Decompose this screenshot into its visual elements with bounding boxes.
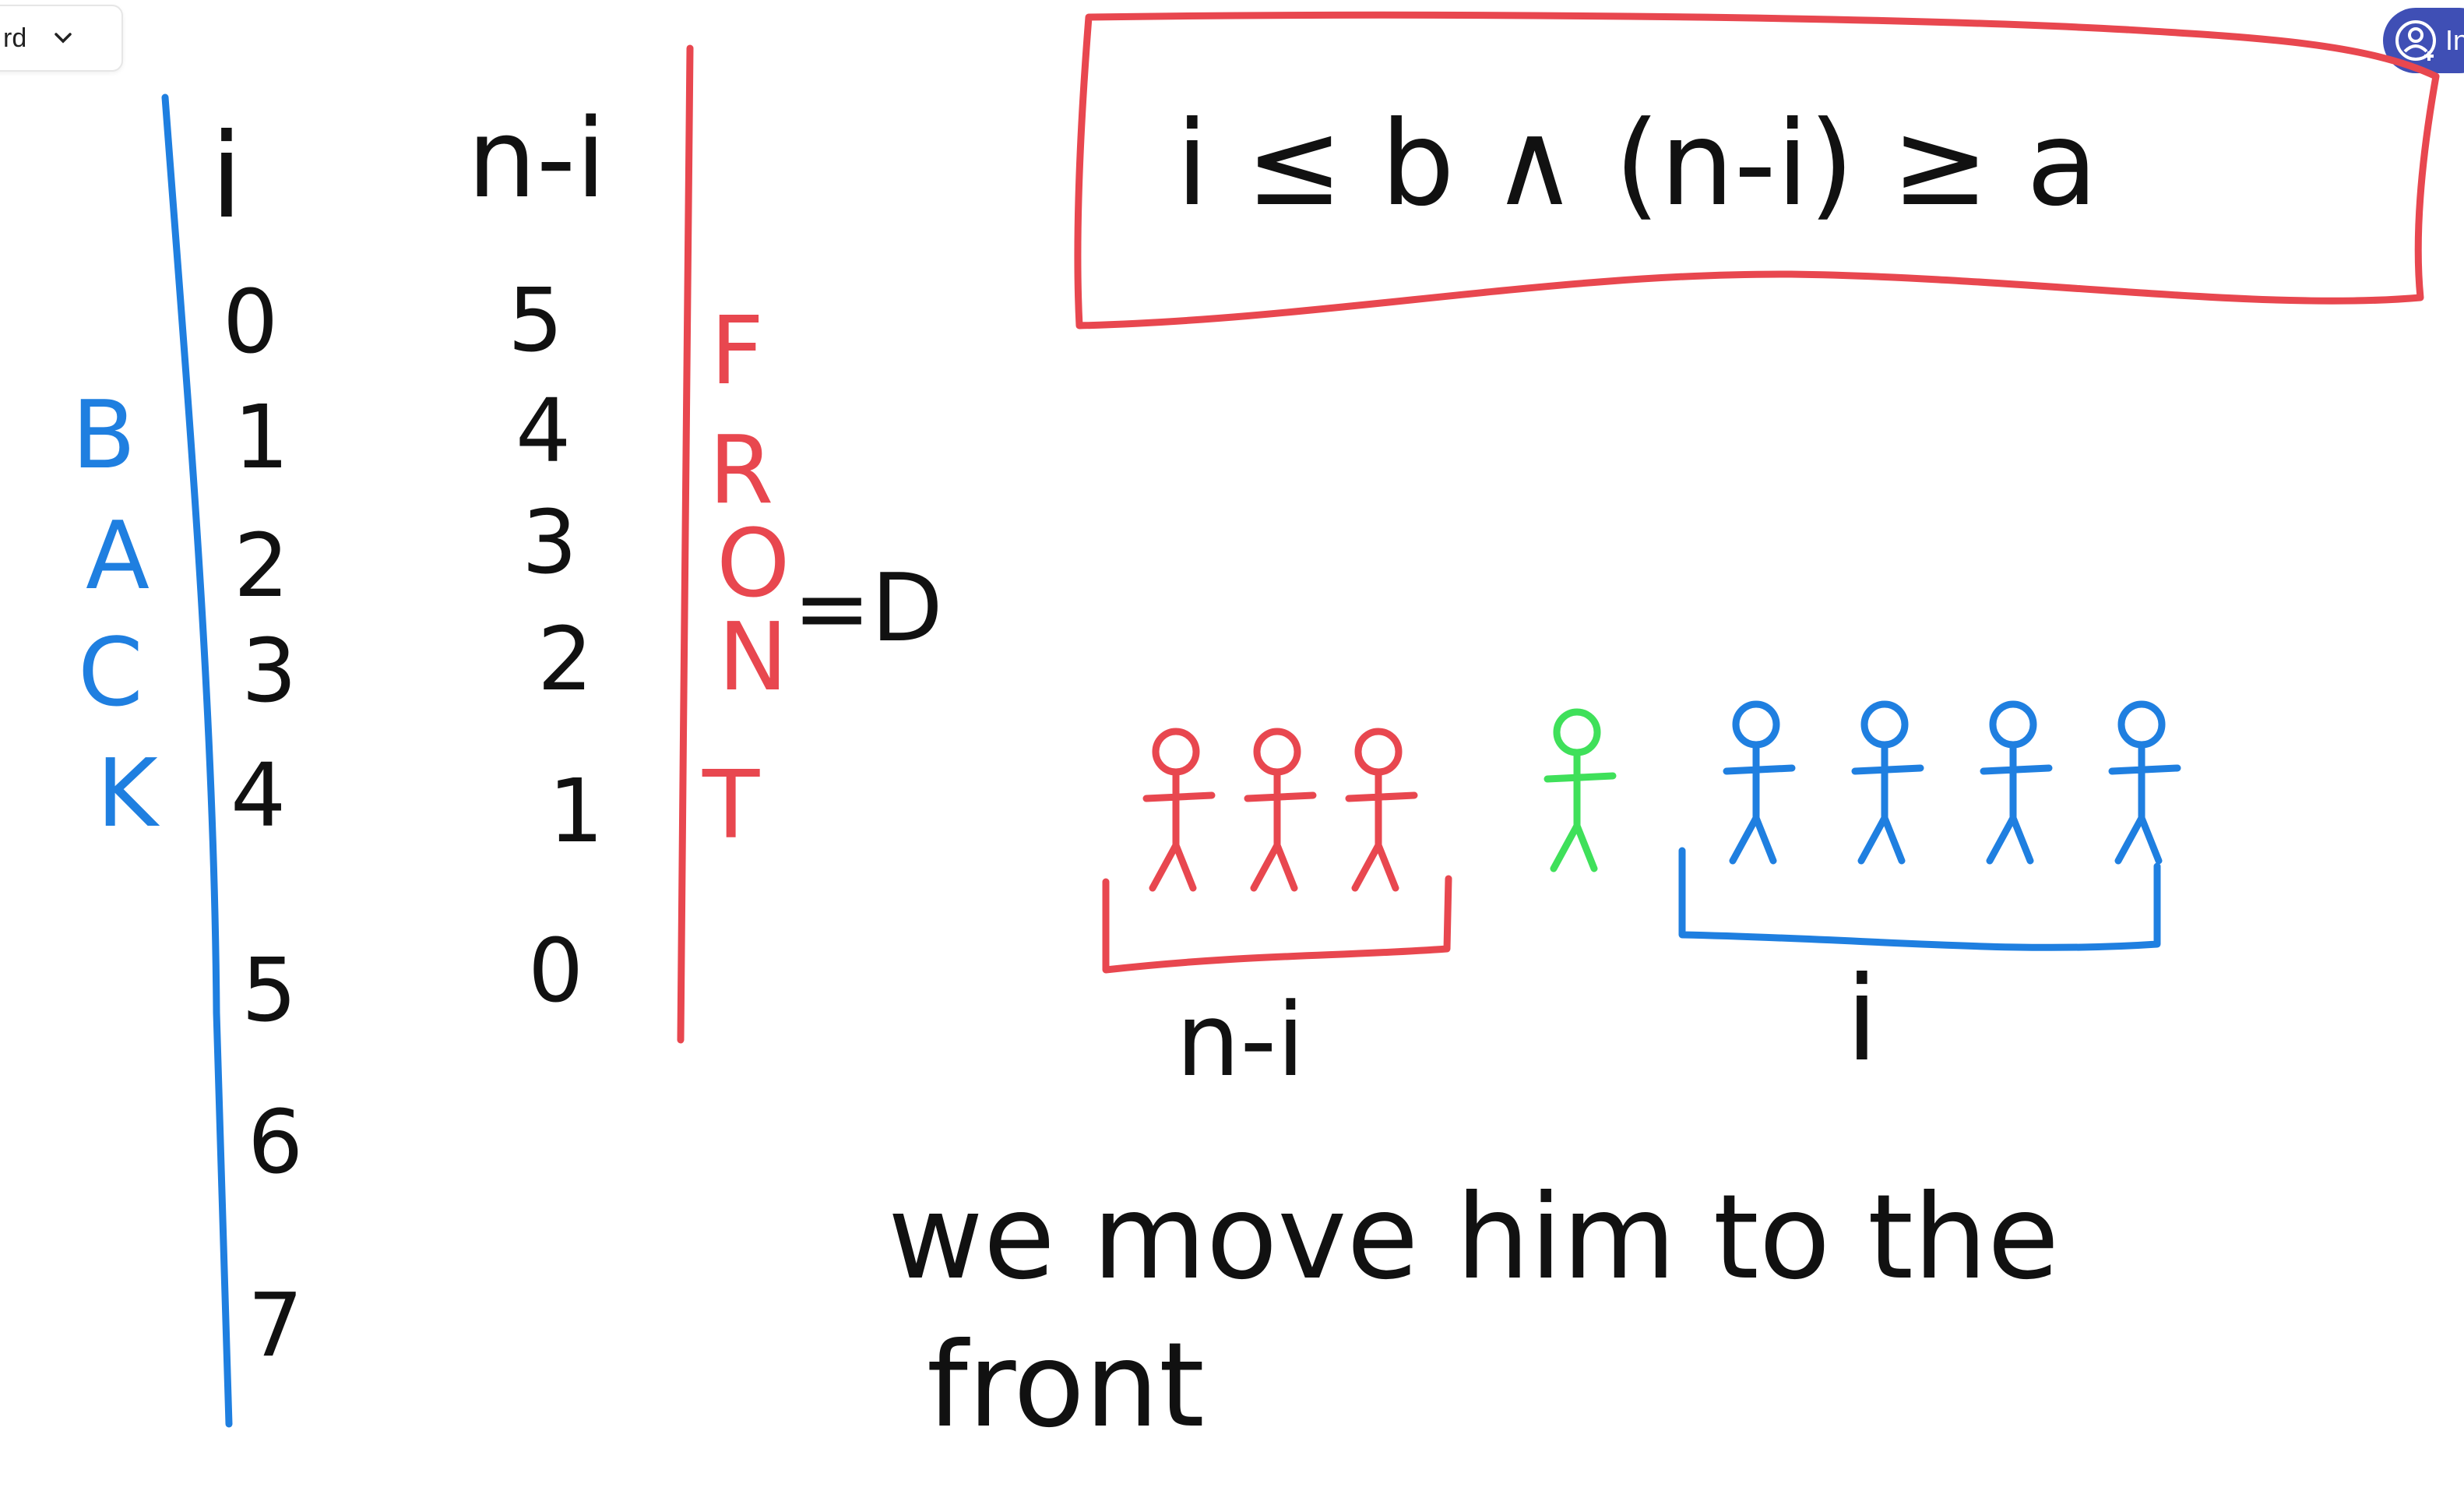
red-bracket-label: n-i (1176, 981, 1304, 1099)
front-letter: R (709, 417, 773, 525)
condition-box (1074, 11, 2440, 330)
front-divider-line (677, 44, 694, 1044)
i-values-column: 0 1 2 3 4 5 6 7 (223, 272, 303, 1376)
back-letter: C (78, 619, 143, 728)
red-stick-figure (1345, 728, 1418, 892)
invite-label: In (2445, 24, 2464, 56)
col-n-minus-i-header: n-i (467, 96, 606, 223)
i-value: 0 (223, 272, 278, 373)
front-letter: O (716, 510, 790, 619)
add-person-icon (2395, 20, 2436, 61)
green-stick-figure (1544, 708, 1617, 872)
red-bracket (1102, 875, 1452, 974)
i-value: 6 (248, 1092, 303, 1193)
condition-text: i ≤ b ∧ (n-i) ≥ a (1176, 97, 2098, 232)
n-minus-i-value: 2 (537, 609, 593, 710)
blue-stick-figure (1980, 700, 2053, 865)
front-letter: N (718, 604, 788, 712)
back-letter: K (97, 740, 160, 848)
red-stick-figure (1244, 728, 1317, 892)
note-line-1: we move him to the (888, 1170, 2059, 1306)
front-letter: F (710, 298, 764, 406)
chevron-down-icon (55, 33, 72, 44)
col-i-header: i (210, 109, 243, 245)
i-value: 5 (241, 940, 297, 1042)
n-minus-i-value: 4 (516, 381, 571, 482)
blue-bracket (1678, 847, 2161, 951)
blue-stick-figure (1723, 700, 1796, 865)
n-minus-i-value: 1 (548, 761, 604, 862)
front-label: F R O N T (702, 298, 790, 860)
red-stick-figure (1142, 728, 1216, 892)
i-value: 3 (241, 621, 297, 722)
back-divider-line (161, 93, 233, 1428)
board-menu-label: rd (3, 23, 27, 53)
implies-symbol: =D (793, 555, 943, 663)
blue-stick-figure (1851, 700, 1924, 865)
back-label: B A C K (72, 382, 160, 848)
board-menu-dropdown[interactable]: rd (0, 5, 123, 72)
i-value: 2 (234, 516, 289, 617)
front-letter: T (702, 752, 760, 860)
n-minus-i-value: 3 (522, 492, 577, 594)
n-minus-i-value: 5 (508, 270, 563, 372)
i-value: 4 (231, 745, 286, 847)
n-minus-i-values-column: 5 4 3 2 1 0 (508, 270, 604, 1022)
back-letter: B (72, 382, 136, 490)
blue-stick-figure (2108, 700, 2181, 865)
i-value: 7 (248, 1275, 303, 1376)
n-minus-i-value: 0 (528, 921, 583, 1022)
blue-bracket-label: i (1846, 952, 1878, 1087)
note-line-2: front (927, 1318, 1205, 1454)
i-value: 1 (234, 387, 289, 488)
back-letter: A (86, 502, 150, 611)
people-group (1142, 700, 2181, 892)
